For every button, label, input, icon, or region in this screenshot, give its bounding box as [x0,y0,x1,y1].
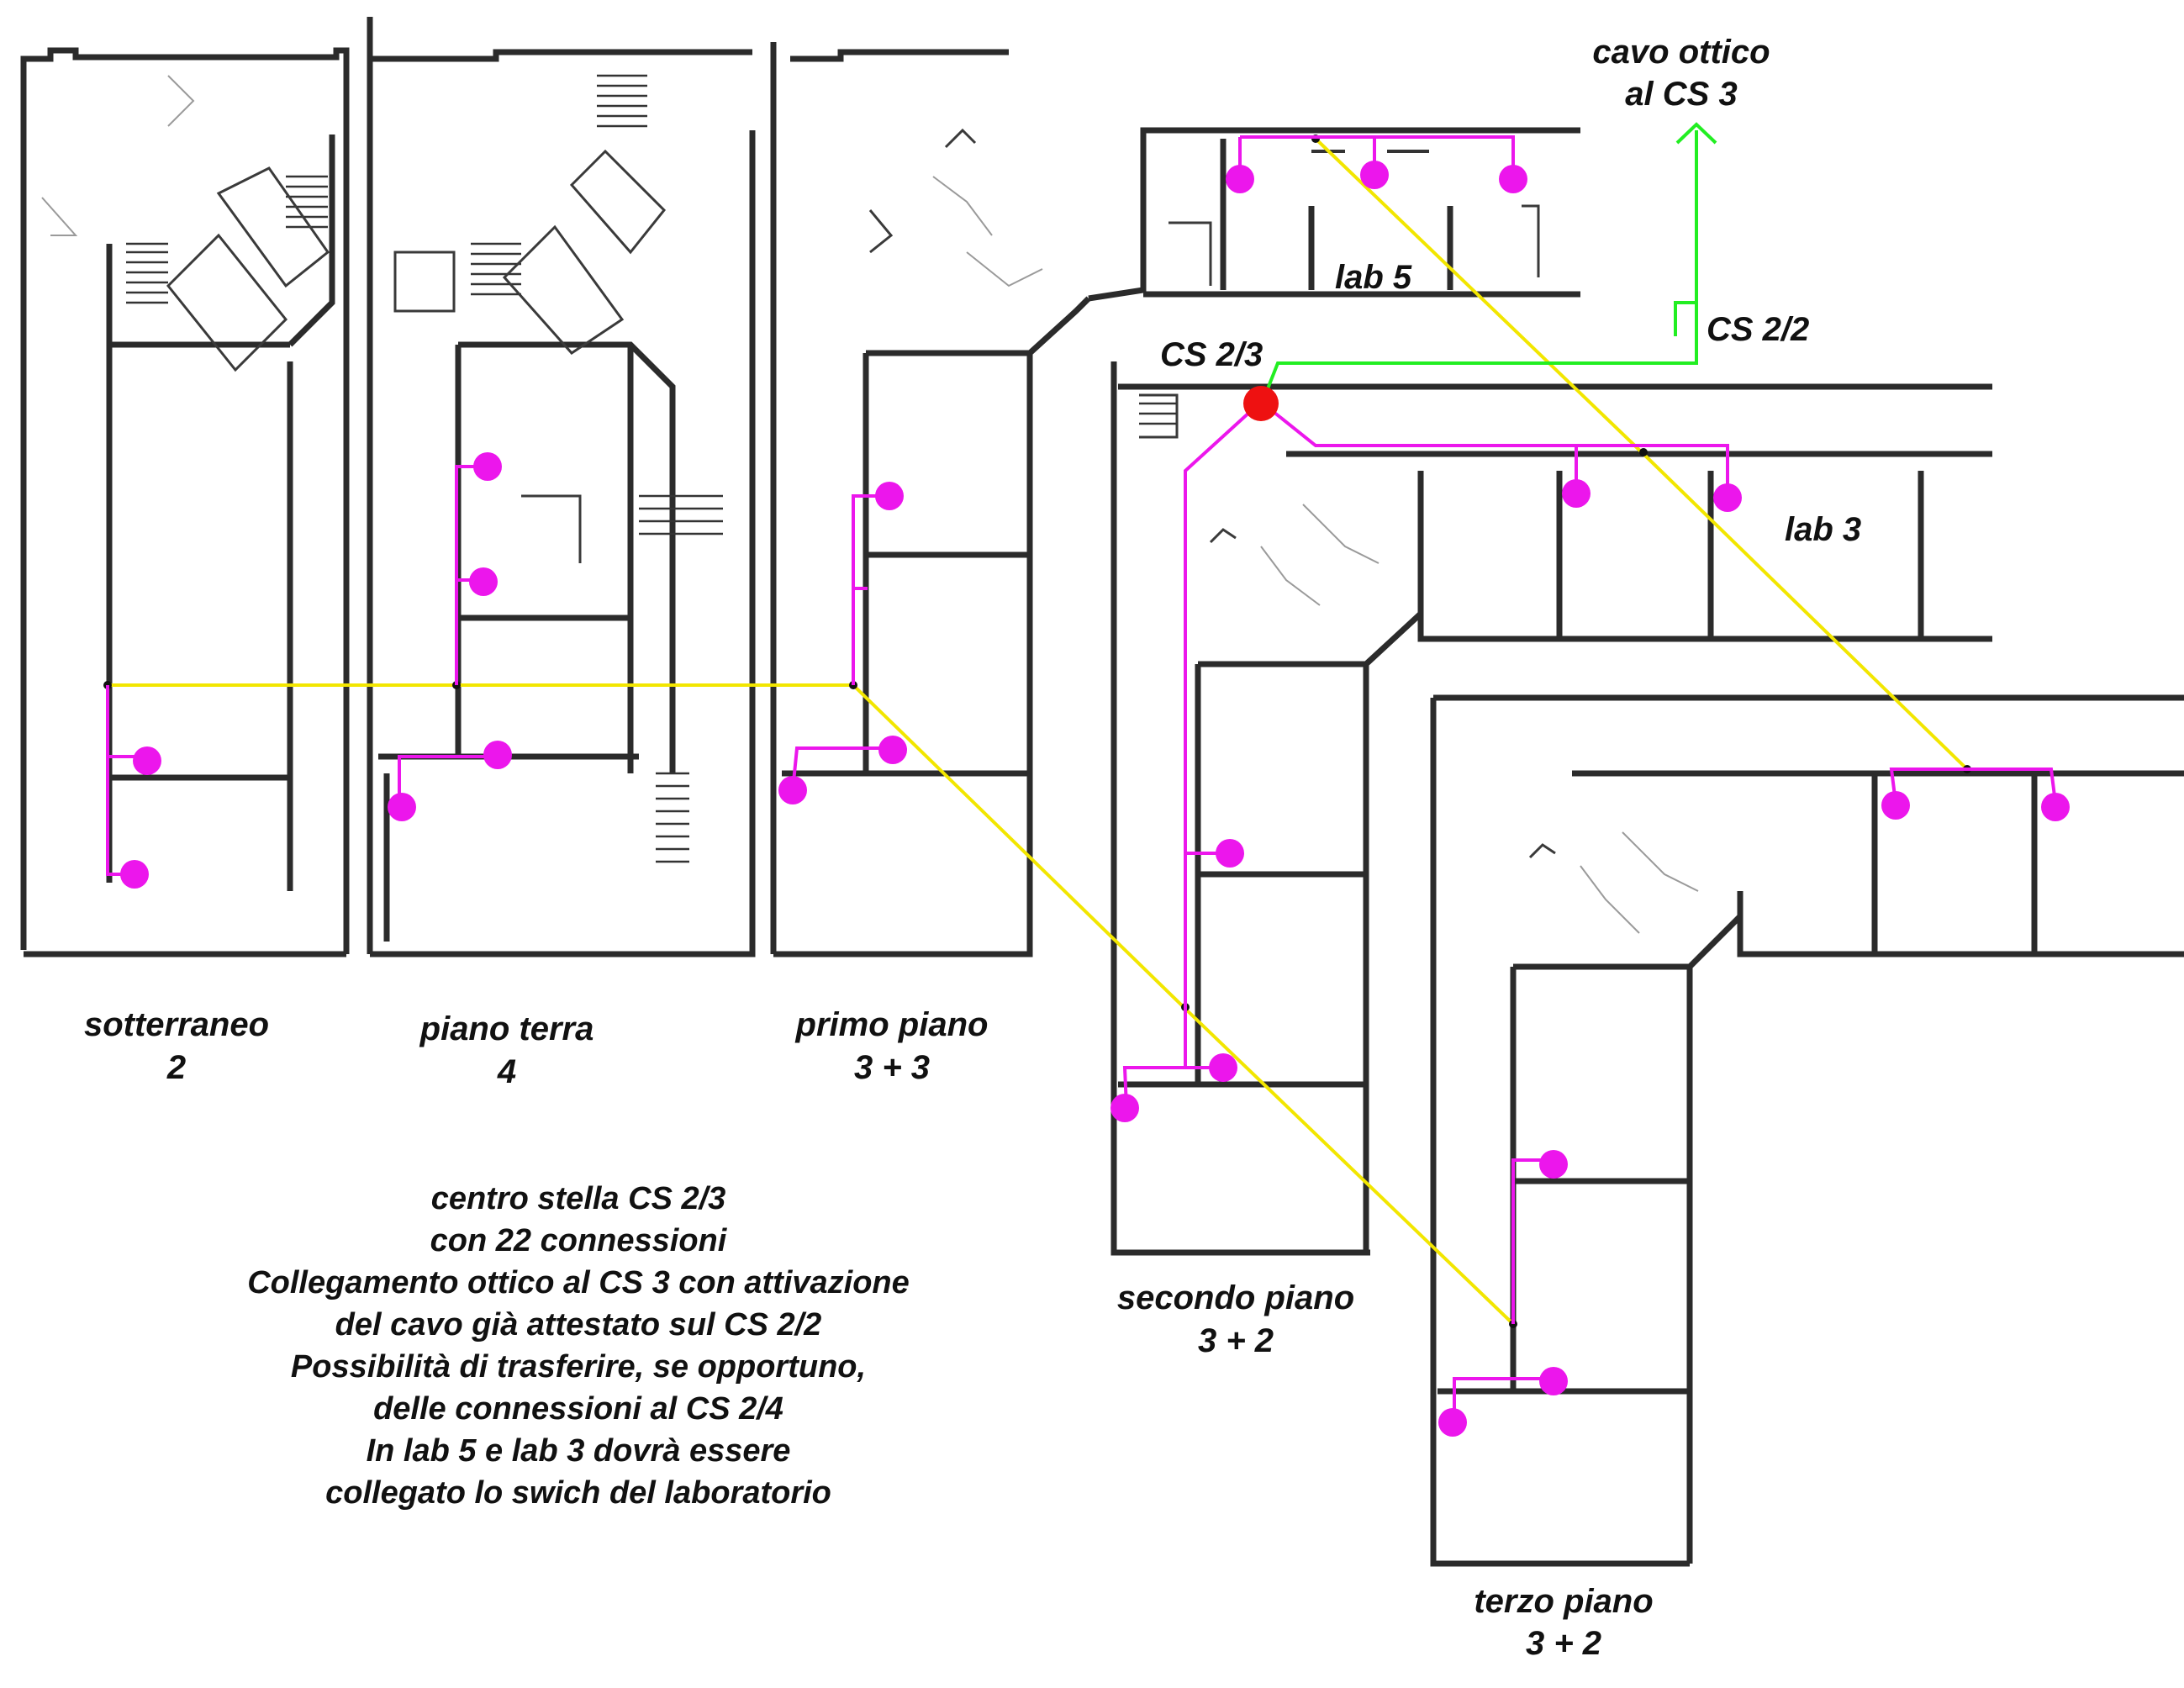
floor-count: 3 + 2 [1526,1625,1601,1662]
note-line: Collegamento ottico al CS 3 con attivazi… [247,1265,910,1300]
plan-sotterraneo [20,47,350,957]
outlet-dot [878,736,907,764]
lab5-label: lab 5 [1335,259,1412,296]
plan-primo-piano [770,42,1091,957]
outlet-dot [133,746,161,775]
fiber-cs23-to-cs22 [1263,301,1698,396]
note-line: del cavo già attestato sul CS 2/2 [335,1307,822,1342]
outlet-dot [473,452,502,481]
cs23-label: CS 2/3 [1160,336,1263,373]
optical-fiber-link [1263,122,1717,396]
outlet-dot [1881,791,1910,820]
outlet-dot [1216,839,1244,868]
outlet-dot [469,567,498,596]
plan-piano-terra [367,17,756,957]
floor-name: sotterraneo [84,1006,269,1043]
outlet-dot [1226,165,1254,193]
fiber-label-line1: cavo ottico [1592,34,1770,71]
outlet-dot [1539,1150,1568,1179]
fiber-arrow-head [1675,122,1717,145]
outlet-dot [1438,1408,1467,1437]
backbone-junction [1639,448,1648,456]
floor-name: terzo piano [1474,1583,1653,1620]
outlet-dot [1360,161,1389,189]
note-line: con 22 connessioni [430,1223,728,1258]
floor-count: 4 [497,1053,516,1090]
outlet-dot [1499,165,1527,193]
floor-name: primo piano [795,1006,989,1043]
fiber-label-line2: al CS 3 [1625,76,1737,113]
note-line: Possibilità di trasferire, se opportuno, [291,1349,866,1385]
note-line: In lab 5 e lab 3 dovrà essere [367,1433,791,1469]
floor-name: piano terra [419,1010,594,1047]
labels: cavo ottico al CS 3 CS 2/2 CS 2/3 lab 5 … [84,34,1861,1662]
plan-lab5-wing [1088,127,1580,302]
plan-terzo-piano [1430,694,2184,1567]
outlet-dot [875,482,904,510]
plan-secondo-piano [1110,361,1992,1256]
floor-count: 3 + 2 [1198,1322,1274,1359]
cs22-label: CS 2/2 [1707,311,1809,348]
note-line: delle connessioni al CS 2/4 [373,1391,783,1427]
outlet-dot [1713,483,1742,512]
note-line: centro stella CS 2/3 [431,1181,726,1216]
outlet-dot [1209,1053,1237,1082]
outlets [120,161,2070,1437]
note-line: collegato lo swich del laboratorio [325,1475,831,1511]
outlet-dot [778,776,807,804]
outlet-dot [2041,793,2070,821]
outlet-dot [483,741,512,769]
floor-count: 3 + 3 [854,1049,930,1086]
lab3-label: lab 3 [1785,511,1861,548]
outlet-dot [388,793,416,821]
outlet-dot [1110,1094,1139,1122]
floor-name: secondo piano [1117,1279,1354,1316]
outlet-dot [1562,479,1591,508]
floor-count: 2 [166,1049,186,1086]
floor-plan-walls [20,17,2184,1567]
star-center-cs23 [1243,386,1279,421]
outlet-dot [120,860,149,889]
outlet-dot [1539,1367,1568,1395]
